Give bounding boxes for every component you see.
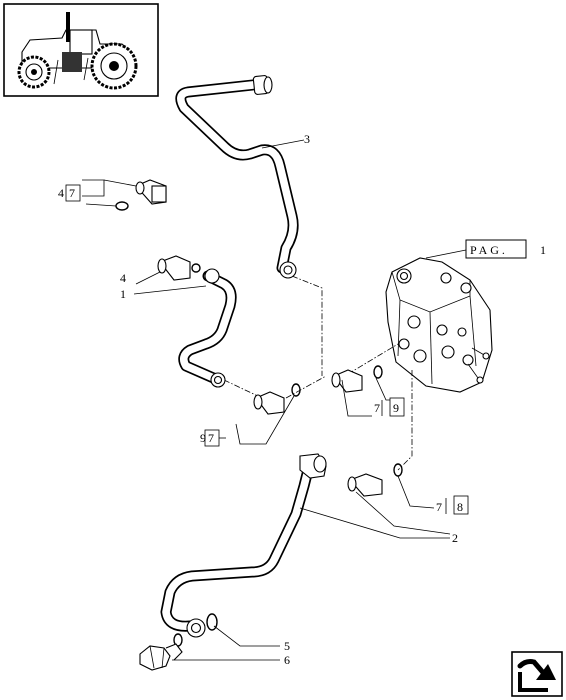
callout-left-elbow: 4 <box>120 271 126 285</box>
callout-pipe-lower: 2 <box>452 531 458 545</box>
page-reference-number: 1 <box>540 243 546 257</box>
callout-seal-ring: 5 <box>284 639 290 653</box>
callout-lower-left-a: 9 <box>200 431 206 445</box>
elbow-fitting-valve-lower <box>347 463 403 497</box>
elbow-fitting-lower-left <box>253 383 301 415</box>
callout-lower-left-b: 7 <box>208 431 214 445</box>
callout-pipe-upper: 3 <box>304 132 310 146</box>
callout-left-group-b: 7 <box>69 186 75 200</box>
assembly-centre-lines <box>223 275 413 471</box>
callout-valve-fitting-a-ref: 9 <box>393 401 399 415</box>
callout-union-nut: 6 <box>284 653 290 667</box>
elbow-fitting-left <box>157 255 201 281</box>
pipe-lower <box>160 453 327 638</box>
pipe-upper <box>175 75 299 279</box>
callout-left-group-a: 4 <box>58 186 64 200</box>
callout-boxes <box>65 184 469 515</box>
elbow-fitting-upper-left <box>115 179 167 211</box>
leader-lines <box>82 139 451 661</box>
callout-valve-fitting-b-ref: 8 <box>457 500 463 514</box>
pipe-left <box>178 268 237 388</box>
page-reference-prefix: PAG. <box>470 243 508 257</box>
navigation-arrow-icon[interactable] <box>511 651 563 697</box>
callout-valve-fitting-a: 7 <box>374 401 380 415</box>
control-valve-block <box>385 257 493 393</box>
callout-pipe-left: 1 <box>120 287 126 301</box>
page-reference-box <box>465 239 527 259</box>
elbow-fitting-valve-upper <box>331 365 383 393</box>
tractor-thumbnail-icon <box>3 3 159 97</box>
callout-valve-fitting-b: 7 <box>436 500 442 514</box>
union-nut <box>139 643 183 671</box>
